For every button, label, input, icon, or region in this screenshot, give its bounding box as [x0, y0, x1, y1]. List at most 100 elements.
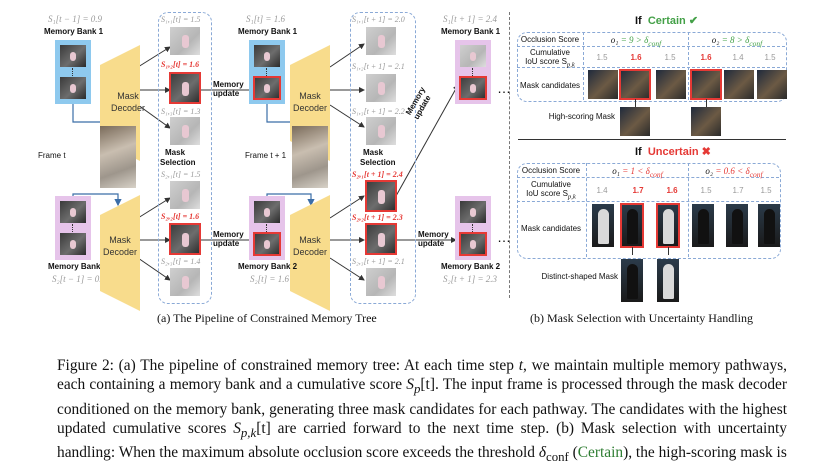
- high-scoring-mask: [691, 107, 721, 136]
- decoder1-output-arrow: [137, 46, 171, 68]
- mask-candidate: [656, 70, 686, 99]
- candidate-score-selected: S₂,₂[t + 1] = 2.3: [352, 213, 403, 222]
- iou-score-selected: 1.7: [632, 186, 644, 195]
- certain-inline-word: Certain: [577, 444, 624, 462]
- distinct-shaped-mask: [657, 259, 679, 302]
- memory-bank-2: [455, 196, 491, 260]
- candidate-score: S₁,₁[t] = 1.5: [161, 15, 201, 24]
- iou-score-selected: 1.6: [666, 186, 678, 195]
- distinct-shaped-mask-label: Distinct-shaped Mask: [541, 272, 618, 281]
- bank2-label: Memory Bank 2: [238, 262, 298, 271]
- mask-candidate: [170, 268, 200, 296]
- frame-t-label: Frame t: [38, 151, 66, 160]
- memory-bank-2: [249, 196, 285, 260]
- mask-candidate-selected: [365, 223, 397, 255]
- mask-candidate-selected: [656, 203, 680, 248]
- iou-score: 1.7: [732, 186, 744, 195]
- mask-candidate: [724, 70, 754, 99]
- memory-update-diagonal-arrow: [395, 84, 459, 197]
- uncertain-table: [517, 163, 781, 259]
- decoder2-output-arrow: [137, 197, 171, 219]
- mask-candidate: [366, 117, 396, 145]
- mask-selection-label: Selection: [360, 158, 396, 167]
- cross-icon: ✖: [701, 146, 711, 158]
- bank1-next-score: S₁[t + 1] = 2.4: [443, 14, 498, 24]
- panel-b-caption: (b) Mask Selection with Uncertainty Hand…: [530, 311, 753, 325]
- mask-candidate: [170, 181, 200, 209]
- frame-t1-label: Frame t + 1: [245, 151, 287, 160]
- bank1-score: S₁[t] = 1.6: [246, 14, 285, 24]
- iou-score: 1.5: [664, 53, 676, 62]
- mask-candidate-selected: [169, 223, 201, 255]
- mask-selection-label: Mask: [165, 148, 186, 157]
- uncertain-heading: If Uncertain ✖: [635, 146, 711, 158]
- mask-candidate: [757, 70, 787, 99]
- memory-bank-1: [455, 40, 491, 104]
- mask-candidate: [692, 204, 714, 247]
- occlusion-score-1: o₁ = 9 > δconf: [610, 35, 662, 48]
- mask-candidate-selected: [690, 69, 722, 100]
- candidate-score-selected: S₂,₁[t + 1] = 2.4: [352, 170, 403, 179]
- mask-candidate: [366, 268, 396, 296]
- memory-bank-2: [55, 196, 91, 260]
- mask-candidates-label: Mask candidates: [519, 81, 581, 90]
- mask-selection-box-t: [158, 12, 212, 304]
- mask-candidate: [170, 27, 200, 55]
- mask-candidate: [758, 204, 780, 247]
- iou-score-selected: 1.6: [630, 53, 642, 62]
- bank2-label: Memory Bank 2: [48, 262, 108, 271]
- iou-score: 1.4: [732, 53, 744, 62]
- mask-candidates-label: Mask candidates: [520, 224, 582, 233]
- memory-frame-thumbnail: [60, 45, 86, 67]
- mask-candidate: [170, 117, 200, 145]
- mask-candidate: [592, 204, 614, 247]
- figure-caption-paragraph: Figure 2: (a) The pipeline of constraine…: [57, 357, 788, 465]
- continuation-ellipsis: …: [497, 80, 512, 96]
- memory-bank-1: [55, 40, 91, 104]
- candidate-score: S₁,₂[t + 1] = 2.1: [352, 62, 405, 71]
- ellipsis-divider: [72, 68, 73, 76]
- bank1-prev-score: S₁[t − 1] = 0.9: [48, 14, 103, 24]
- iou-score: 1.5: [700, 186, 712, 195]
- bank1-label: Memory Bank 1: [44, 27, 104, 36]
- frame-t1-image: [292, 126, 328, 188]
- mask-selection-label: Mask: [363, 148, 384, 157]
- bank1-label: Memory Bank 1: [441, 27, 501, 36]
- mask-candidate-selected: [169, 72, 201, 104]
- frame-t-image: [100, 126, 136, 188]
- candidate-score: S₂,₃[t] = 1.4: [161, 257, 201, 266]
- high-scoring-mask-label: High-scoring Mask: [548, 112, 615, 121]
- decoder1-output-arrow: [137, 104, 171, 129]
- mask-candidate: [366, 74, 396, 102]
- mask-decoder-2: Mask Decoder: [100, 195, 156, 311]
- memory-frame-thumbnail: [60, 77, 86, 99]
- continuation-ellipsis: …: [497, 229, 512, 245]
- mask-candidate-selected: [365, 180, 397, 212]
- certain-heading: If Certain ✔: [635, 15, 699, 27]
- iou-score: 1.5: [596, 53, 608, 62]
- occlusion-score-2: o₂ = 0.6 < δconf: [705, 166, 763, 179]
- bank2-score: S₂[t] = 1.6: [250, 274, 289, 284]
- high-scoring-mask: [620, 107, 650, 136]
- mask-candidate-selected: [619, 69, 651, 100]
- mask-candidate-selected: [620, 203, 644, 248]
- candidate-score: S₁,₃[t + 1] = 2.2: [352, 107, 405, 116]
- mask-decoder-2: Mask Decoder: [290, 195, 346, 311]
- candidate-score-selected: S₁,₂[t] = 1.6: [161, 60, 200, 69]
- decoder2-output-arrow: [137, 257, 171, 281]
- mask-selection-label: Selection: [160, 158, 196, 167]
- candidate-score: S₁,₃[t] = 1.3: [161, 107, 201, 116]
- memory-bank-1: [249, 40, 285, 104]
- bank2-label: Memory Bank 2: [441, 262, 501, 271]
- occlusion-score-2: o₂ = 8 > δconf: [711, 35, 763, 48]
- candidate-score-selected: S₂,₂[t] = 1.6: [161, 212, 200, 221]
- check-icon: ✔: [688, 15, 699, 27]
- occlusion-score-label: Occlusion Score: [520, 35, 580, 44]
- iou-score-selected: 1.6: [700, 53, 712, 62]
- candidate-score: S₁,₁[t + 1] = 2.0: [352, 15, 405, 24]
